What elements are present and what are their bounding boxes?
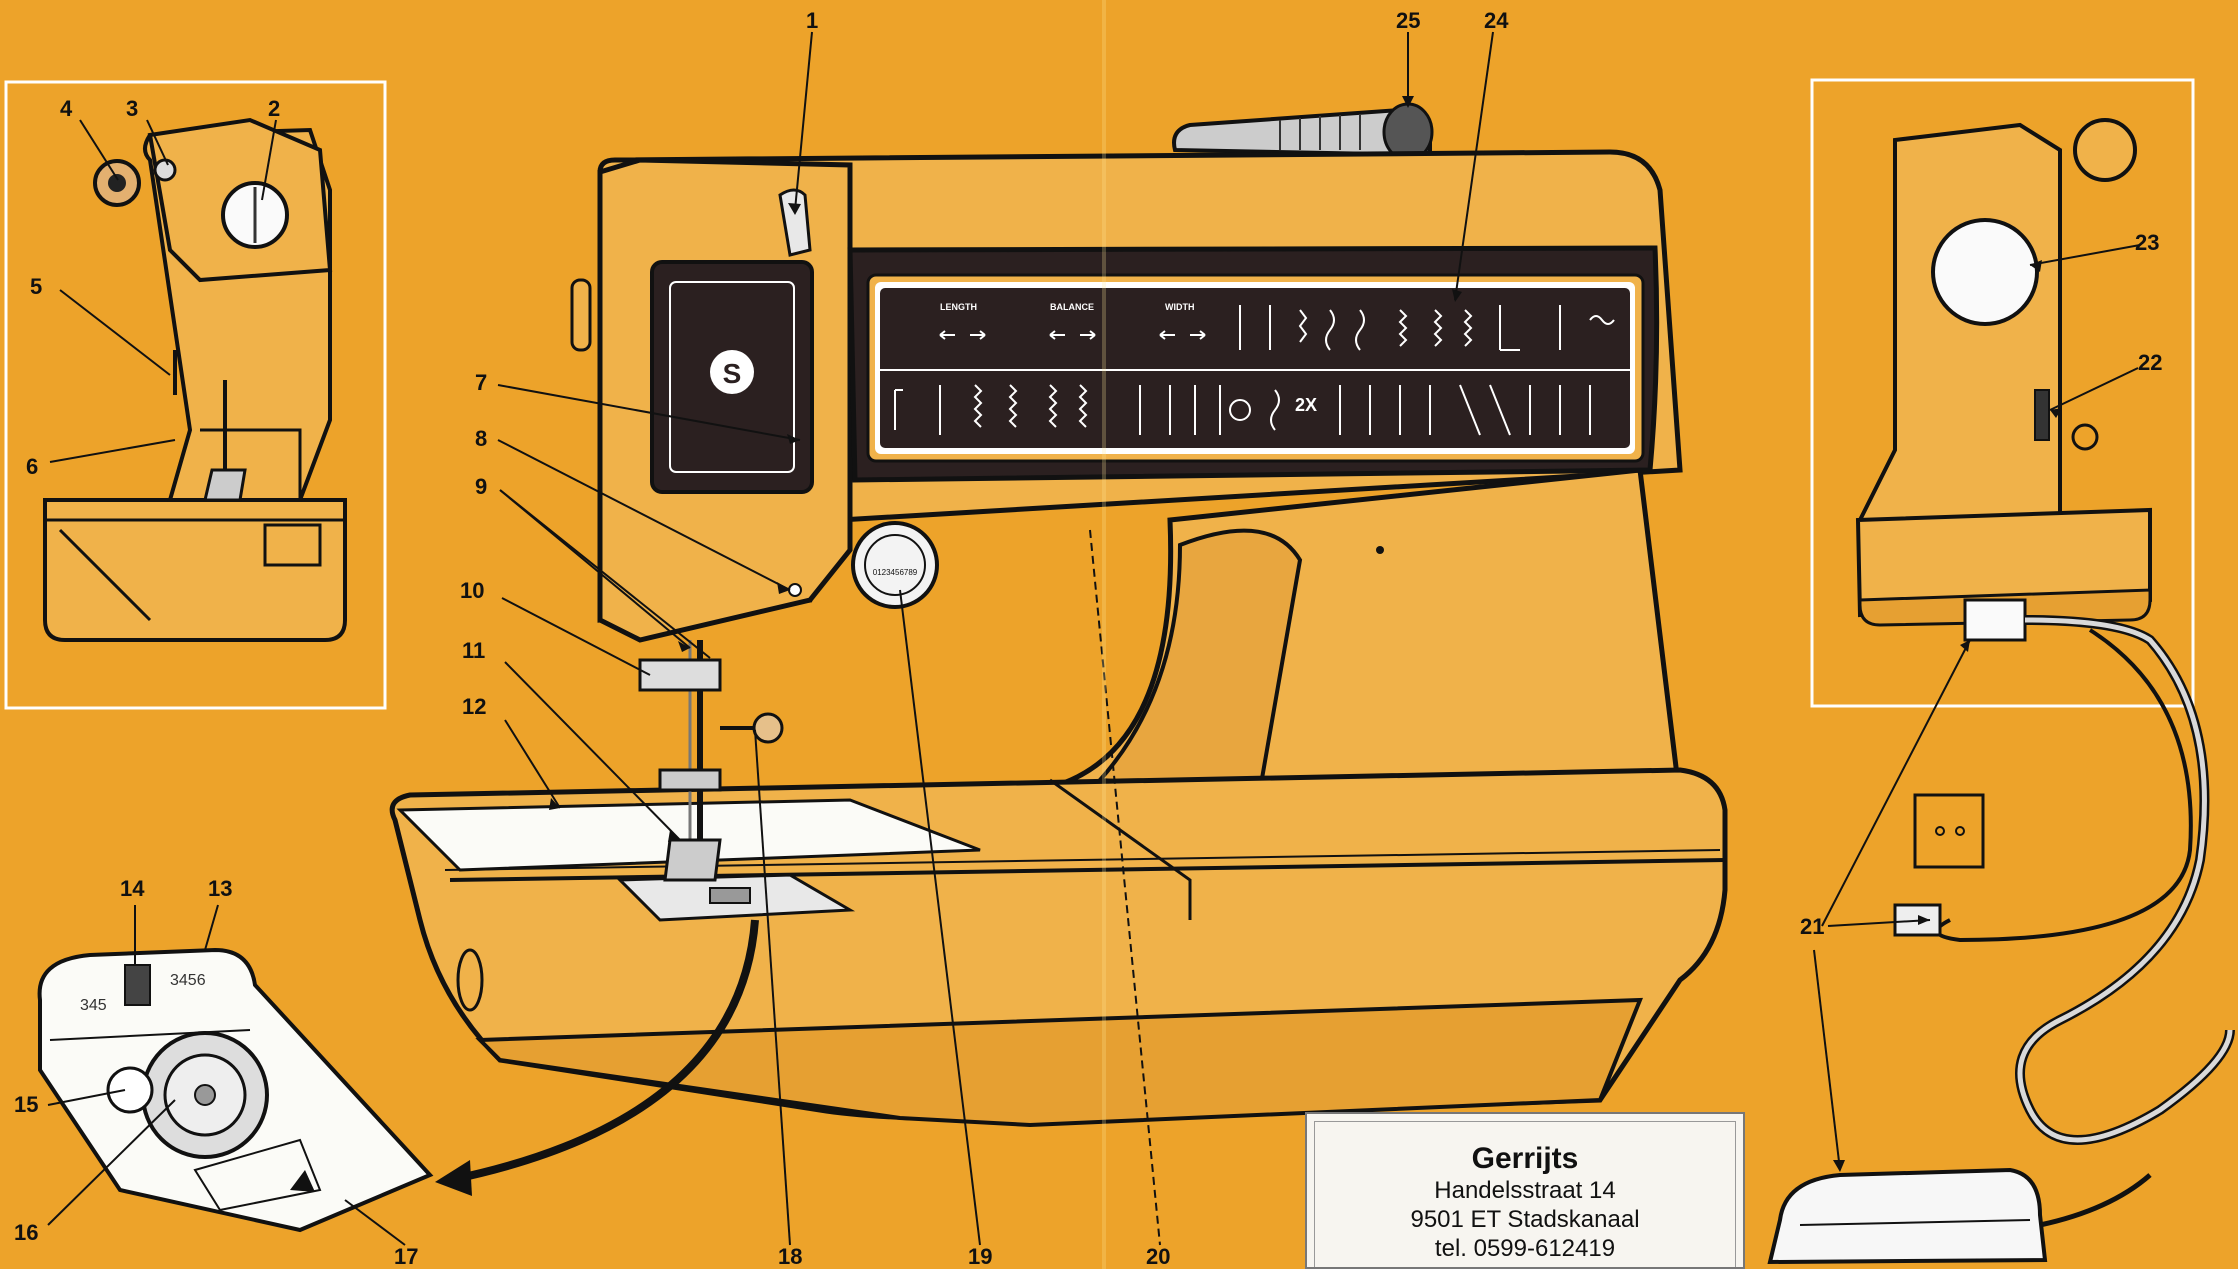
callout-13: 13 [208,876,232,901]
dealer-street: Handelsstraat 14 [1315,1176,1735,1205]
callout-19: 19 [968,1244,992,1269]
callout-4: 4 [60,96,73,121]
callout-23: 23 [2135,230,2159,255]
dealer-phone: tel. 0599-612419 [1315,1234,1735,1263]
callout-25: 25 [1396,8,1420,33]
callout-3: 3 [126,96,138,121]
plate-numbers-right: 3456 [170,972,206,989]
callout-6: 6 [26,454,38,479]
callout-16: 16 [14,1220,38,1245]
callout-20: 20 [1146,1244,1170,1269]
callout-5: 5 [30,274,42,299]
callout-21: 21 [1800,914,1824,939]
callout-15: 15 [14,1092,38,1117]
callout-11: 11 [462,638,485,663]
callout-2: 2 [268,96,280,121]
right-rear-view-inset [1812,80,2193,706]
svg-text:S: S [723,358,742,389]
callout-9: 9 [475,474,487,499]
left-side-view-inset [6,82,385,708]
dial-numbers: 0123456789 [873,568,918,577]
dealer-city: 9501 ET Stadskanaal [1315,1205,1735,1234]
callout-8: 8 [475,426,487,451]
balance-label: BALANCE [1050,302,1094,312]
dealer-stamp-frame: Gerrijts Handelsstraat 14 9501 ET Stadsk… [1314,1121,1736,1267]
width-label: WIDTH [1165,302,1195,312]
callout-12: 12 [462,694,486,719]
callout-24: 24 [1484,8,1509,33]
page-fold-seam [1102,0,1106,1269]
callout-1: 1 [806,8,818,33]
callout-7: 7 [475,370,487,395]
length-label: LENGTH [940,302,977,312]
plate-numbers-left: 345 [80,997,107,1014]
callout-17: 17 [394,1244,418,1269]
callout-14: 14 [120,876,145,901]
callout-10: 10 [460,578,484,603]
callout-18: 18 [778,1244,802,1269]
callout-22: 22 [2138,350,2162,375]
dealer-name: Gerrijts [1315,1142,1735,1176]
double-stitch-label: 2X [1295,395,1317,415]
dealer-stamp: Gerrijts Handelsstraat 14 9501 ET Stadsk… [1305,1112,1745,1269]
bobbin-cover-detail: 345 3456 [40,950,430,1230]
main-sewing-machine: S LENGTH BALANCE WIDTH 2X [392,104,1725,1125]
